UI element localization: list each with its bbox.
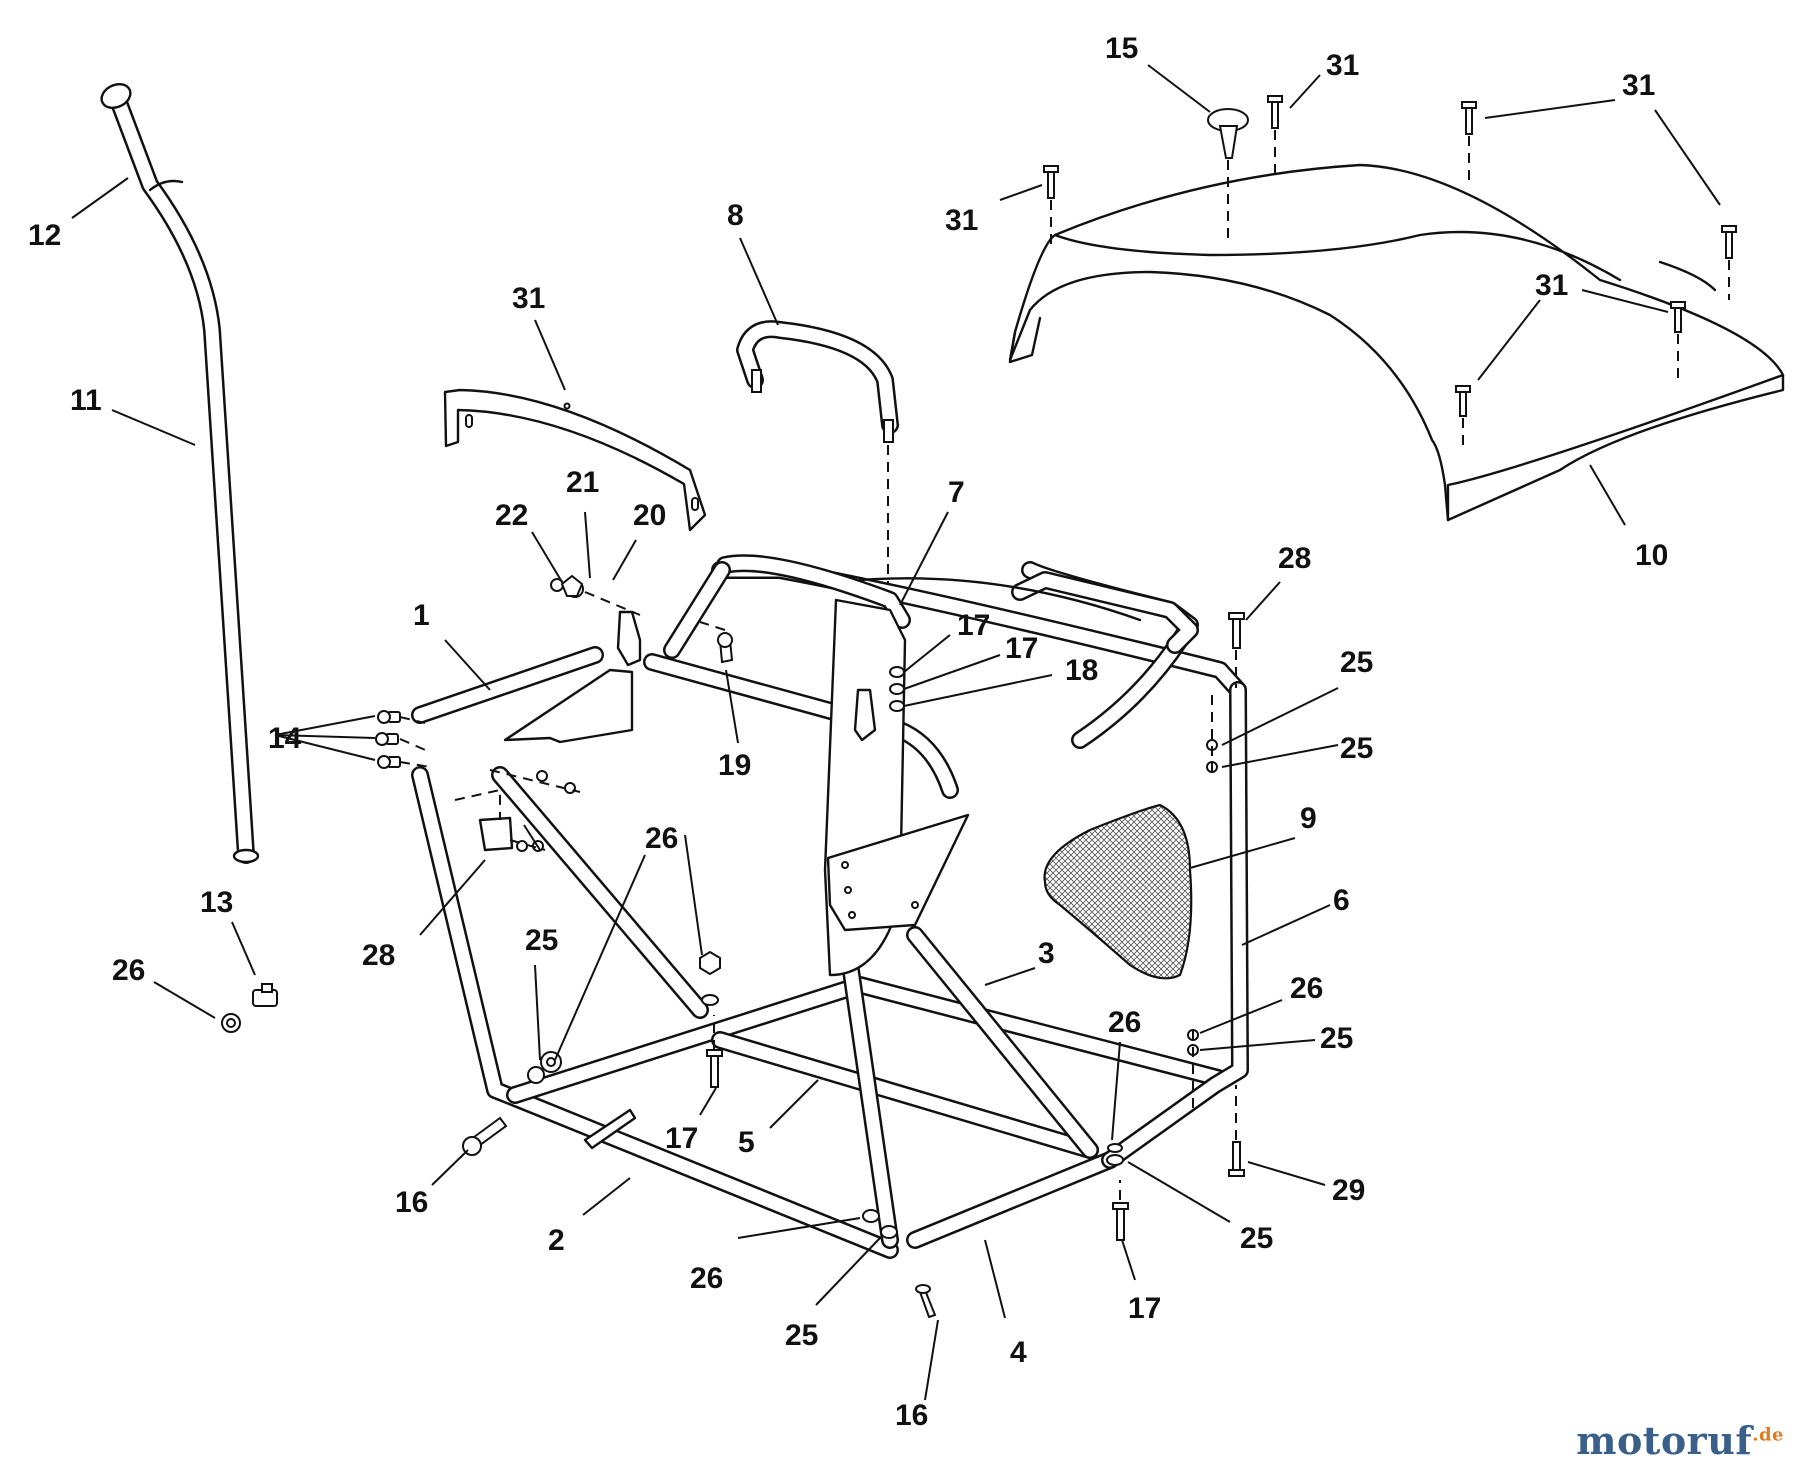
callout-29: 31 xyxy=(512,282,545,315)
cover-knob-part xyxy=(1207,108,1249,240)
callout-27-bottom: 29 xyxy=(1332,1174,1365,1207)
callout-22: 20 xyxy=(633,499,666,532)
callout-10: 10 xyxy=(1635,539,1668,572)
callout-27-top: 28 xyxy=(1278,542,1311,575)
callout-12: 12 xyxy=(28,219,61,252)
callout-13: 13 xyxy=(200,886,233,919)
callout-16-bottom-shown: 16 xyxy=(895,1399,928,1432)
callout-25-lower: 25 xyxy=(1240,1222,1273,1255)
callout-15: 15 xyxy=(1105,32,1138,65)
callout-17-right-shown: 17 xyxy=(1128,1292,1161,1325)
front-bracket-left-part xyxy=(503,610,642,744)
mesh-screen-part xyxy=(1043,803,1193,980)
callout-26: 26 xyxy=(112,954,145,987)
callout-5: 5 xyxy=(738,1126,755,1159)
grass-bag-cover-part xyxy=(1008,163,1785,522)
callout-31-left: 31 xyxy=(945,204,978,237)
callout-14: 14 xyxy=(268,722,302,755)
callout-23: 21 xyxy=(566,466,599,499)
callout-8: 8 xyxy=(727,199,744,232)
callout-4: 4 xyxy=(1010,1336,1027,1369)
support-strap-part xyxy=(443,388,707,532)
watermark-logo: motoruf.de xyxy=(1576,1418,1784,1463)
callout-7: 7 xyxy=(948,476,965,509)
callout-20: 18 xyxy=(1065,654,1098,687)
callout-11: 11 xyxy=(70,384,102,417)
front-bracket-right-part xyxy=(826,688,970,932)
callout-25-top: 25 xyxy=(1340,646,1373,679)
callout-26-mid: 26 xyxy=(1108,1006,1141,1039)
callout-31-mid: 31 xyxy=(1535,269,1568,302)
callout-18: 17 xyxy=(957,609,990,642)
callout-25-center: 25 xyxy=(525,924,558,957)
watermark-tld: .de xyxy=(1752,1424,1784,1446)
callout-25-right: 25 xyxy=(1320,1022,1353,1055)
callout-31-top-right: 31 xyxy=(1622,69,1655,102)
callout-26-bottom: 26 xyxy=(690,1262,723,1295)
leader-lines xyxy=(71,64,1721,1401)
handle-tube-part xyxy=(100,82,260,864)
handle-bolt-part xyxy=(252,983,278,1007)
callout-16-left: 16 xyxy=(395,1186,428,1219)
callout-6: 6 xyxy=(1333,884,1350,917)
callout-24: 22 xyxy=(495,499,528,532)
handle-nut-part xyxy=(221,1013,241,1033)
callout-31-top: 31 xyxy=(1326,49,1359,82)
callout-26-center-top: 26 xyxy=(645,822,678,855)
callout-19: 17 xyxy=(1005,632,1038,665)
side-plate-part xyxy=(454,788,514,852)
callout-1: 1 xyxy=(413,599,430,632)
callout-26-top: 25 xyxy=(1340,732,1373,765)
cover-screws-part xyxy=(1043,95,1737,445)
callout-26-right: 26 xyxy=(1290,972,1323,1005)
callout-25-bottom: 25 xyxy=(785,1319,818,1352)
watermark-brand: motoruf xyxy=(1576,1418,1753,1463)
callout-labels: 12 11 13 26 14 1 31 22 21 20 19 8 7 17 1… xyxy=(28,32,1668,1255)
lift-handle-part xyxy=(736,320,899,610)
callout-21: 19 xyxy=(718,749,751,782)
frame-hardware-part xyxy=(375,574,1245,1319)
callout-17-mid: 17 xyxy=(665,1122,698,1155)
callout-2: 2 xyxy=(548,1224,565,1257)
callout-3: 3 xyxy=(1038,937,1055,970)
callout-9: 9 xyxy=(1300,802,1317,835)
